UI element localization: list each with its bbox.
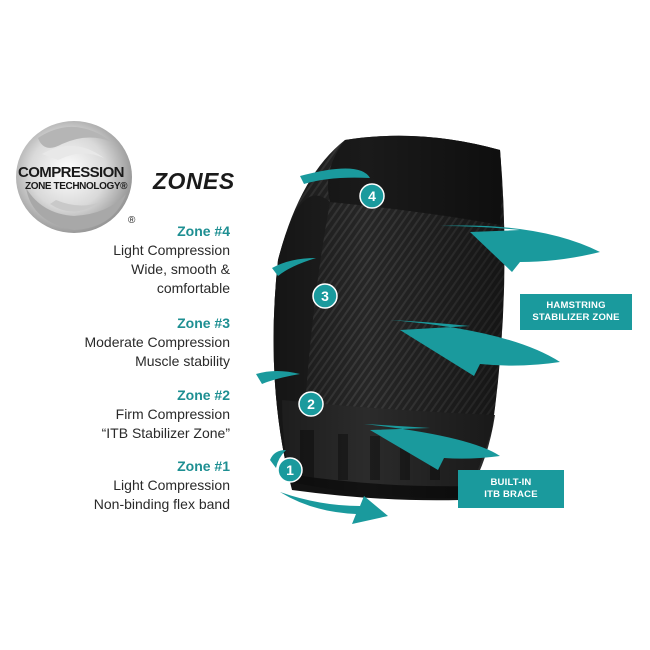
badge-line: STABILIZER ZONE <box>532 312 620 323</box>
zone-2-arrow <box>256 371 300 384</box>
zone-line: Non-binding flex band <box>93 496 230 512</box>
zones-title: ZONES <box>153 168 235 194</box>
zone-1-circle <box>277 457 303 483</box>
zone-3-description: Zone #3 Moderate Compression Muscle stab… <box>30 314 230 371</box>
registered-mark: ® <box>128 215 136 226</box>
zone-4-circle <box>359 183 385 209</box>
zone-2-arrow-lower <box>364 424 500 470</box>
zone-line: comfortable <box>156 280 230 296</box>
logo-swirl-icon <box>16 121 132 233</box>
zone-3-circle <box>312 283 338 309</box>
zone-line: Firm Compression <box>115 406 230 422</box>
zone-line: Moderate Compression <box>84 334 230 350</box>
zone-number-badges: 4 3 2 1 <box>277 183 385 483</box>
hamstring-stabilizer-badge: HAMSTRING STABILIZER ZONE <box>520 294 632 330</box>
zone-3-arrow-lower <box>390 320 560 376</box>
zone-heading: Zone #4 <box>177 223 230 239</box>
zone-line: Muscle stability <box>135 353 230 369</box>
zone-2-circle <box>298 391 324 417</box>
zone-1-arrow-lower <box>280 492 388 524</box>
itb-brace-badge: BUILT-IN ITB BRACE <box>458 470 564 508</box>
zone-2-description: Zone #2 Firm Compression “ITB Stabilizer… <box>30 386 230 443</box>
compression-arrows <box>256 168 600 524</box>
badge-line: BUILT-IN <box>490 477 532 488</box>
zone-2-number: 2 <box>307 396 315 412</box>
zone-heading: Zone #3 <box>177 315 230 331</box>
zone-3-arrow <box>272 258 316 276</box>
logo-line1: COMPRESSION <box>18 164 125 181</box>
zone-heading: Zone #2 <box>177 387 230 403</box>
zone-1-description: Zone #1 Light Compression Non-binding fl… <box>30 457 230 514</box>
sleeve-shading <box>273 135 505 499</box>
zone-4-arrow-lower <box>440 225 600 272</box>
compression-zone-technology-logo: COMPRESSION ZONE TECHNOLOGY® ® <box>8 118 150 236</box>
logo-line2: ZONE TECHNOLOGY® <box>25 181 128 192</box>
zone-heading: Zone #1 <box>177 458 230 474</box>
zone-line: “ITB Stabilizer Zone” <box>101 425 230 441</box>
zone-1-arrow <box>270 450 286 468</box>
zone-line: Wide, smooth & <box>131 261 230 277</box>
zone-4-number: 4 <box>368 188 376 204</box>
zone-4-arrow <box>300 168 370 184</box>
zone-line: Light Compression <box>113 477 230 493</box>
zone-1-number: 1 <box>286 462 294 478</box>
badge-line: HAMSTRING <box>546 300 606 311</box>
zone-line: Light Compression <box>113 242 230 258</box>
zone-3-number: 3 <box>321 288 329 304</box>
badge-line: ITB BRACE <box>484 489 538 500</box>
zone-4-description: Zone #4 Light Compression Wide, smooth &… <box>30 222 230 298</box>
